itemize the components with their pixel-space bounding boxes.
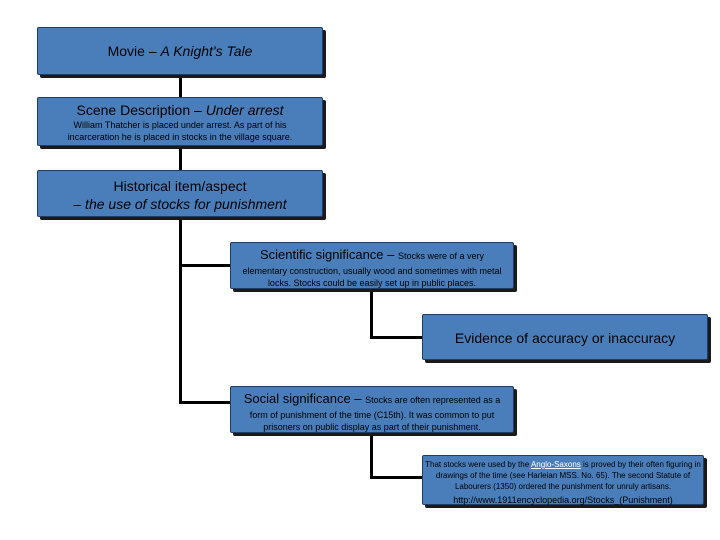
scene-box: Scene Description – Under arrest William… — [37, 97, 323, 146]
scientific-box: Scientific significance – Stocks were of… — [230, 242, 514, 289]
scientific-heading-line: Scientific significance – Stocks were of… — [231, 246, 513, 265]
connector-social-down — [370, 433, 373, 478]
connector-trunk-social — [179, 401, 230, 404]
social-heading: Social significance – — [243, 391, 366, 406]
historical-line2: – the use of stocks for punishment — [73, 196, 287, 212]
evidence-sci-box: Evidence of accuracy or inaccuracy — [422, 314, 708, 360]
evidence-soc-text: That stocks were used by the Anglo-Saxon… — [423, 459, 703, 492]
scientific-lead: Stocks were of a very — [397, 251, 485, 261]
evidence-soc-box: That stocks were used by the Anglo-Saxon… — [422, 455, 704, 505]
scene-heading: Scene Description – Under arrest — [38, 101, 322, 119]
evidence-soc-after: is proved by their often figuring in dra… — [435, 460, 701, 491]
scene-title: Under arrest — [205, 102, 284, 118]
movie-box: Movie – A Knight's Tale — [37, 27, 323, 75]
social-heading-line: Social significance – Stocks are often r… — [231, 390, 513, 409]
connector-social-evidence — [370, 476, 422, 479]
connector-scene-historical — [179, 146, 182, 170]
connector-scientific-down — [370, 289, 373, 338]
social-lead: Stocks are often represented as a — [365, 395, 501, 405]
connector-historical-trunk — [179, 217, 182, 403]
social-body: form of punishment of the time (C15th). … — [249, 410, 495, 432]
evidence-sci-text: Evidence of accuracy or inaccuracy — [454, 330, 676, 346]
scientific-body: elementary construction, usually wood an… — [242, 266, 502, 288]
scientific-heading: Scientific significance – — [259, 247, 398, 262]
connector-trunk-scientific — [179, 264, 230, 267]
movie-name: A Knight's Tale — [160, 43, 253, 59]
historical-line1: Historical item/aspect — [113, 178, 247, 194]
evidence-soc-before: That stocks were used by the — [425, 460, 531, 469]
movie-title: Movie – A Knight's Tale — [38, 42, 322, 60]
anglo-saxons-link[interactable]: Anglo-Saxons — [530, 460, 581, 469]
historical-box: Historical item/aspect – the use of stoc… — [37, 170, 323, 217]
evidence-soc-url: http://www.1911encyclopedia.org/Stocks_(… — [453, 495, 673, 505]
movie-prefix: Movie – — [107, 43, 161, 59]
scene-description: William Thatcher is placed under arrest.… — [67, 120, 293, 142]
scene-prefix: Scene Description – — [76, 102, 206, 118]
connector-scientific-evidence — [370, 336, 422, 339]
connector-movie-scene — [179, 75, 182, 97]
social-box: Social significance – Stocks are often r… — [230, 386, 514, 433]
